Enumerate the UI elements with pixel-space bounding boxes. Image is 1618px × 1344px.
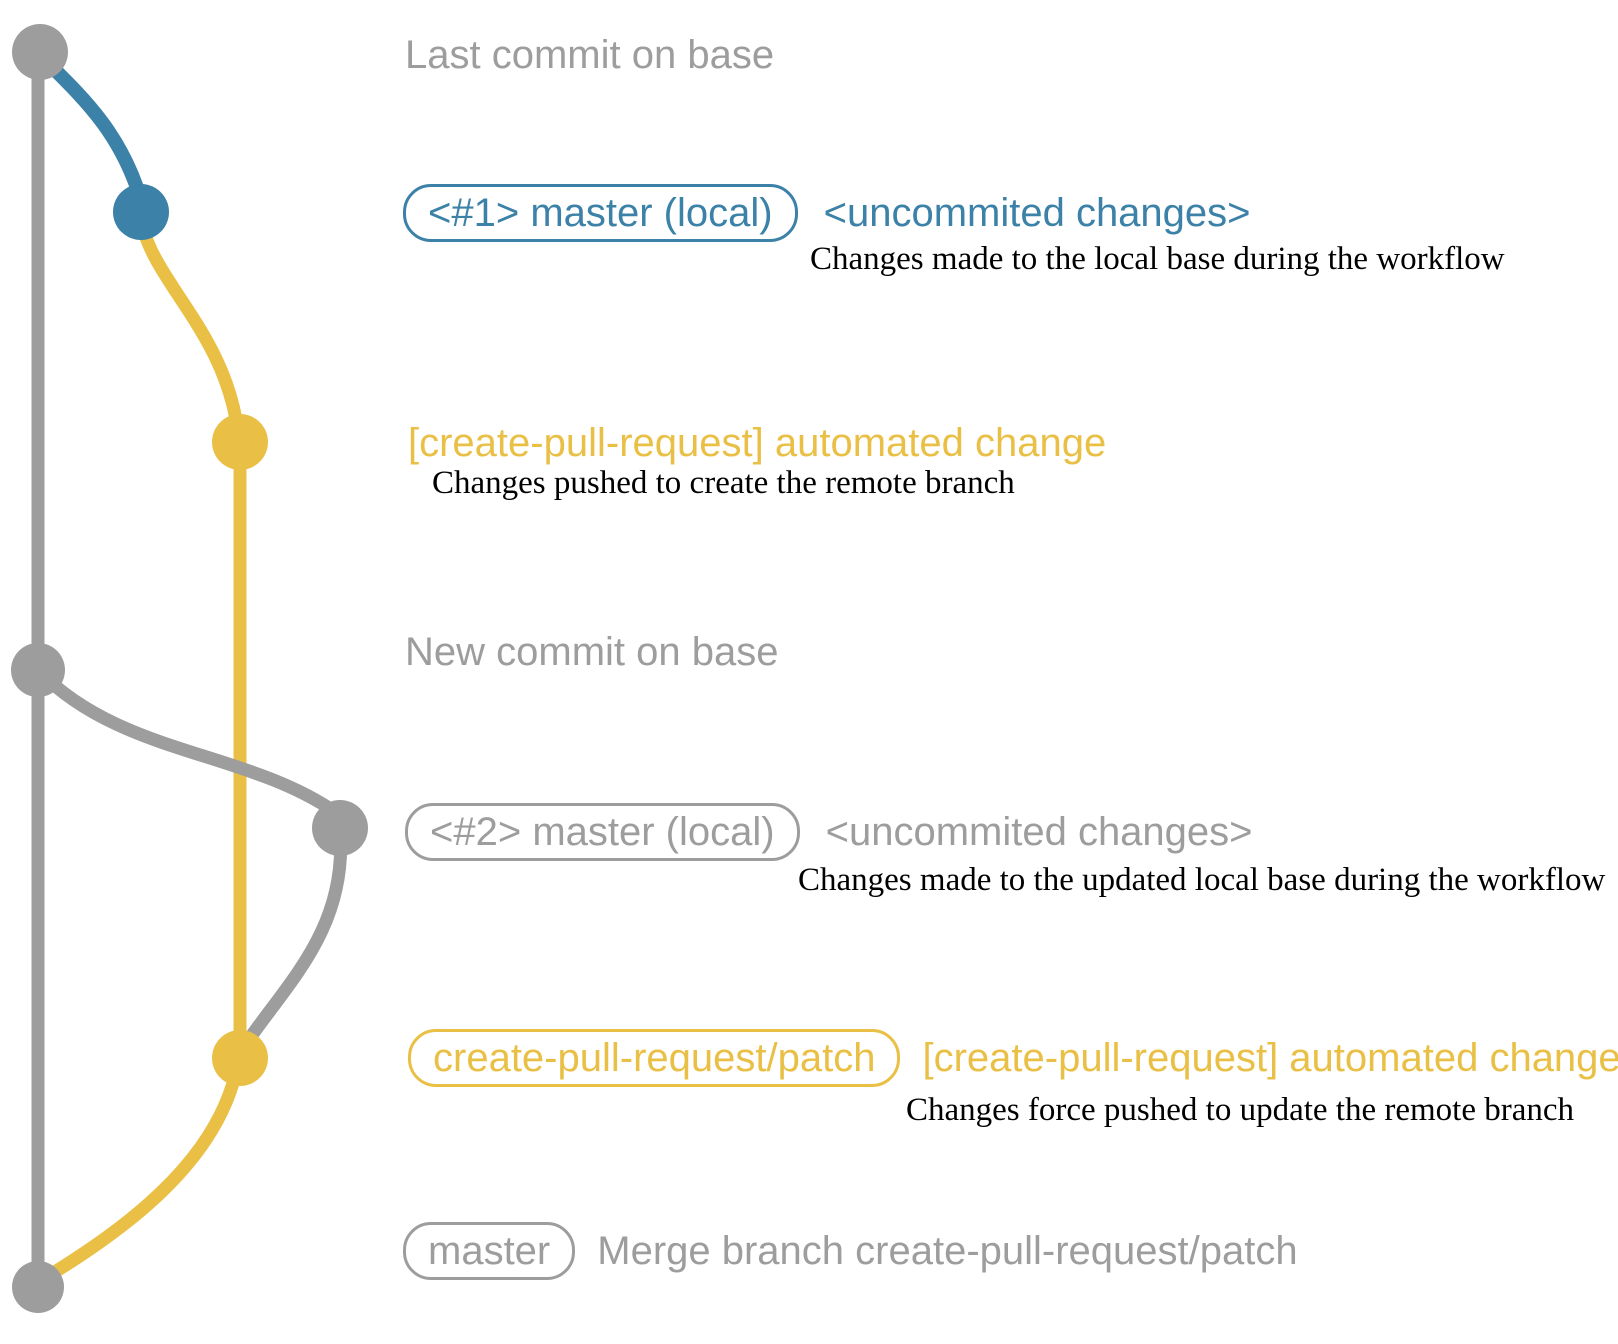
rebase-curve — [31, 663, 342, 819]
commit-dot-patch-1 — [212, 414, 268, 470]
row-commit-1: <#1> master (local) <uncommited changes> — [403, 184, 1251, 242]
branch-badge-label: <#2> master (local) — [430, 809, 775, 854]
commit-1-title: <uncommited changes> — [823, 191, 1251, 235]
branch-badge-label: <#1> master (local) — [428, 190, 773, 235]
branch-badge-label: create-pull-request/patch — [433, 1035, 876, 1080]
push-1-title: [create-pull-request] automated change — [408, 421, 1107, 465]
push-curve-1 — [134, 211, 245, 439]
push-2-title: [create-pull-request] automated change — [922, 1036, 1618, 1080]
force-push-curve — [236, 823, 348, 1055]
branch-badge-master-local-1: <#1> master (local) — [403, 184, 798, 242]
commit-1-description: Changes made to the local base during th… — [810, 241, 1505, 277]
commit-dot-local-1 — [113, 184, 169, 240]
branch-badge-patch: create-pull-request/patch — [408, 1029, 901, 1087]
merge-title: Merge branch create-pull-request/patch — [597, 1229, 1298, 1273]
local-change-curve-1 — [33, 48, 148, 207]
commit-dot-patch-2 — [212, 1030, 268, 1086]
commit-dot-merge — [12, 1261, 64, 1313]
push-2-description: Changes force pushed to update the remot… — [906, 1092, 1575, 1128]
row-commit-2: <#2> master (local) <uncommited changes> — [405, 803, 1253, 861]
row-push-2: create-pull-request/patch [create-pull-r… — [408, 1029, 1618, 1087]
commit-dot-new-base — [11, 643, 65, 697]
row-last-commit: Last commit on base — [405, 32, 774, 78]
commit-2-title: <uncommited changes> — [825, 810, 1253, 854]
commit-dot-local-2 — [312, 800, 368, 856]
commit-dot-last-base — [12, 24, 68, 80]
push-1-description: Changes pushed to create the remote bran… — [432, 465, 1015, 501]
branch-badge-master: master — [403, 1222, 576, 1280]
new-commit-label: New commit on base — [405, 630, 779, 674]
commit-2-description: Changes made to the updated local base d… — [798, 862, 1606, 898]
branch-badge-master-local-2: <#2> master (local) — [405, 803, 800, 861]
last-commit-label: Last commit on base — [405, 33, 775, 77]
row-new-commit: New commit on base — [405, 629, 778, 675]
row-merge: master Merge branch create-pull-request/… — [403, 1222, 1298, 1280]
row-push-1: [create-pull-request] automated change — [408, 420, 1106, 466]
branch-badge-label: master — [428, 1228, 551, 1273]
merge-curve — [35, 1055, 245, 1287]
